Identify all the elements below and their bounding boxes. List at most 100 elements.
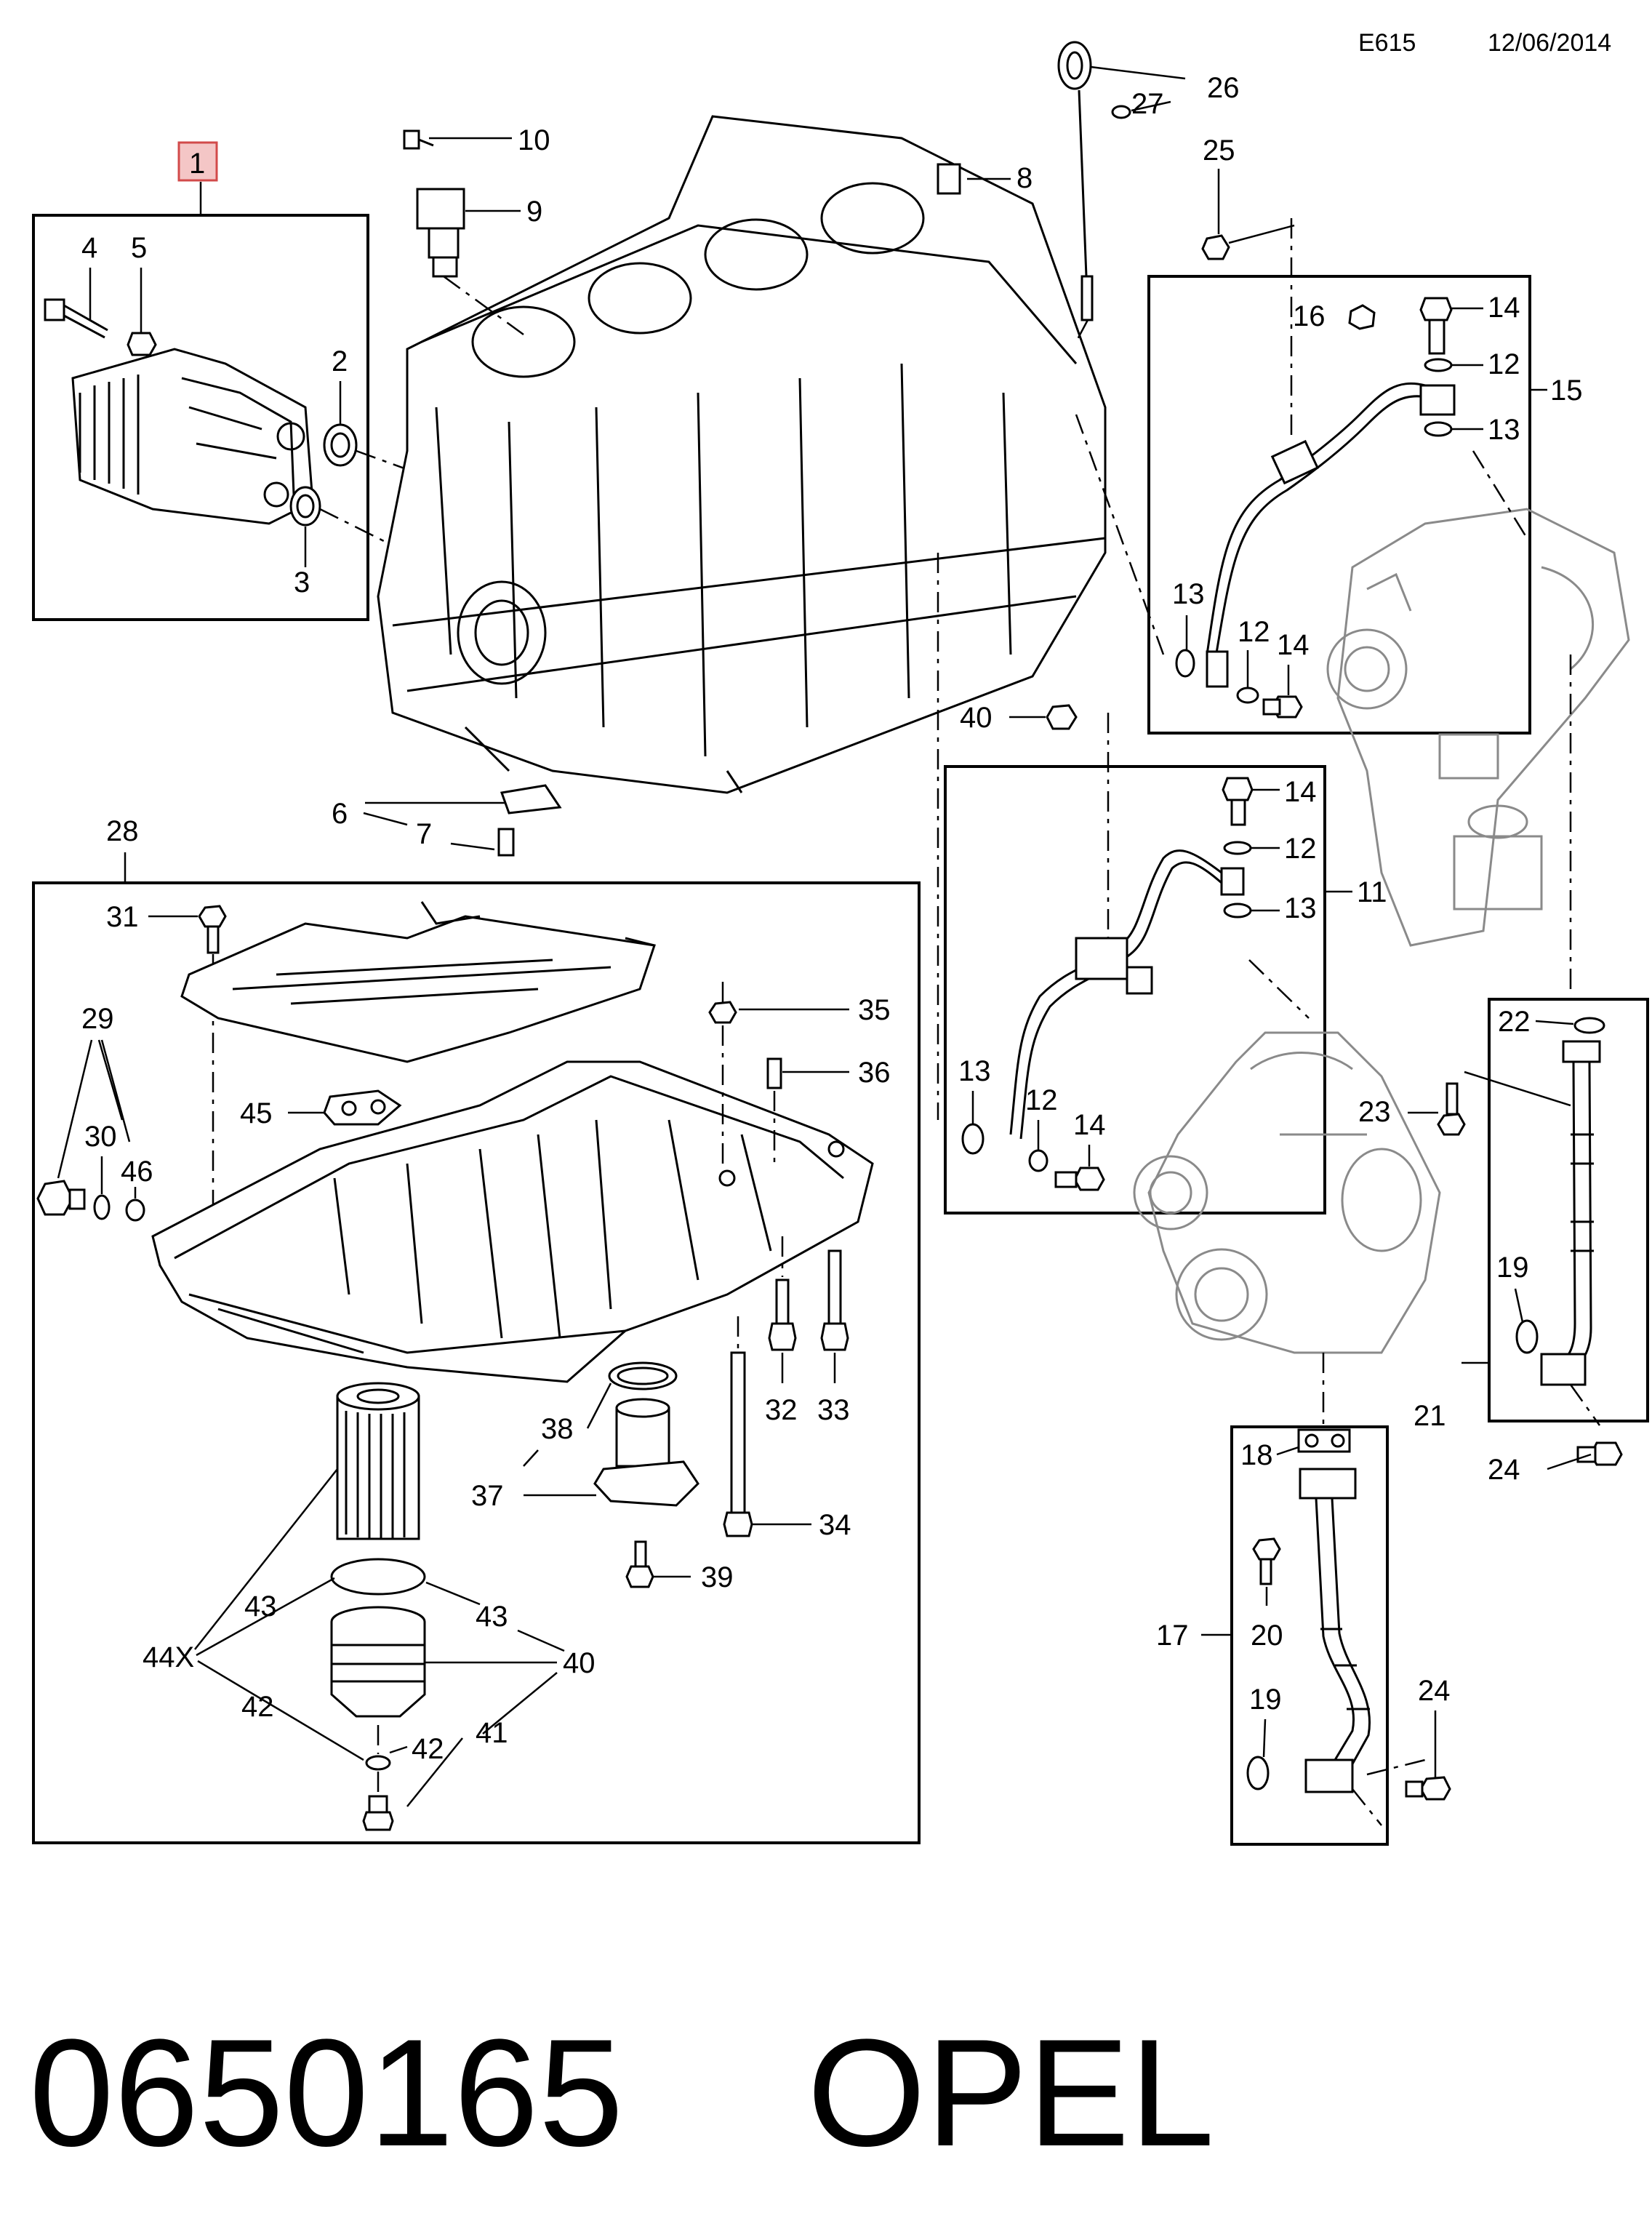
callout-30: 30	[84, 1121, 117, 1153]
callout-14a: 14	[1488, 292, 1520, 324]
bolt-24-upper-drawing	[1547, 1441, 1623, 1470]
callout-18: 18	[1240, 1439, 1273, 1471]
washer-12-lower	[1236, 687, 1259, 704]
callout-29: 29	[81, 1003, 114, 1035]
part-number: 0650165	[29, 2007, 624, 2178]
callout-20: 20	[1251, 1620, 1283, 1652]
bolt-31-drawing	[198, 905, 227, 1207]
callout-19a: 19	[1496, 1252, 1529, 1284]
seal-38-drawing	[608, 1361, 678, 1390]
callout-13a: 13	[1488, 414, 1520, 446]
turbocharger-lower-drawing	[1133, 1031, 1441, 1354]
callout-42a: 42	[241, 1691, 274, 1723]
callout-15: 15	[1550, 375, 1583, 407]
callout-39: 39	[701, 1561, 734, 1593]
seal-19-upper	[1515, 1319, 1539, 1354]
plug-8-drawing	[937, 163, 961, 195]
callout-43a: 43	[244, 1590, 277, 1622]
callout-12d: 12	[1025, 1084, 1058, 1116]
washer-12-mid	[1223, 841, 1252, 855]
bolt-4-drawing	[44, 268, 108, 339]
callout-40b: 40	[563, 1647, 596, 1679]
oil-pan-drawing	[151, 1060, 874, 1383]
callout-2: 2	[332, 345, 348, 377]
callout-28: 28	[106, 815, 139, 847]
callout-5: 5	[131, 232, 147, 264]
o-ring-43-drawing	[330, 1558, 426, 1596]
callout-11: 11	[1357, 876, 1387, 908]
callout-23: 23	[1358, 1096, 1391, 1128]
group-box-15	[1147, 275, 1531, 735]
bolt-39-drawing	[625, 1540, 691, 1588]
drain-plug-29-drawing	[36, 1180, 86, 1216]
callout-4: 4	[81, 232, 97, 264]
callout-22: 22	[1498, 1006, 1531, 1038]
solenoid-9-drawing	[416, 188, 465, 278]
callout-14c: 14	[1284, 776, 1317, 808]
callout-9: 9	[526, 196, 542, 228]
washer-13-upper	[1424, 421, 1453, 437]
callout-31: 31	[106, 901, 139, 933]
seal-3-drawing	[289, 486, 321, 567]
bolt-25-drawing	[1201, 169, 1295, 260]
oil-pipe-15-drawing	[1206, 382, 1456, 688]
seal-30-drawing	[93, 1194, 111, 1220]
callout-24a: 24	[1488, 1454, 1520, 1486]
gasket-45-drawing	[323, 1089, 402, 1126]
callout-14b: 14	[1277, 629, 1310, 661]
baffle-plate-drawing	[180, 901, 656, 1063]
callout-13c: 13	[1284, 892, 1317, 924]
highlight-box	[177, 141, 218, 182]
washer-42-drawing	[365, 1755, 391, 1771]
callout-42b: 42	[412, 1733, 444, 1765]
bolt-14-mid-drawing	[1222, 777, 1280, 826]
callout-25: 25	[1203, 135, 1235, 167]
callout-1: 1	[189, 148, 205, 180]
seal-22-drawing	[1573, 1017, 1605, 1034]
diagram-code: E615	[1358, 29, 1416, 57]
callout-40a: 40	[960, 702, 993, 734]
oil-filter-element-drawing	[336, 1382, 420, 1540]
group-box-11	[944, 765, 1326, 1214]
callout-12a: 12	[1488, 348, 1520, 380]
brand-name: OPEL	[807, 2007, 1214, 2178]
callout-43b: 43	[476, 1601, 508, 1633]
bolt-14-upper-drawing	[1419, 297, 1483, 355]
dipstick-26-drawing	[1057, 41, 1094, 343]
callout-7: 7	[416, 818, 432, 850]
callout-27: 27	[1131, 88, 1164, 120]
diagram-date: 12/06/2014	[1488, 29, 1611, 57]
washer-12-upper	[1424, 358, 1453, 372]
engine-block-drawing	[377, 115, 1107, 794]
sensor-37-drawing	[593, 1398, 699, 1507]
bolt-23-drawing	[1408, 1082, 1466, 1136]
callout-13d: 13	[958, 1055, 991, 1087]
bolt-40-drawing	[1046, 704, 1078, 730]
gasket-18-drawing	[1276, 1428, 1351, 1456]
callout-14d: 14	[1073, 1109, 1106, 1141]
callout-13b: 13	[1172, 578, 1205, 610]
bracket-6-drawing	[497, 784, 562, 857]
callout-46: 46	[121, 1156, 153, 1188]
oil-cooler-drawing	[71, 348, 314, 525]
callout-3: 3	[294, 567, 310, 599]
callout-34: 34	[819, 1509, 851, 1541]
group-box-21	[1488, 998, 1649, 1422]
oil-pipe-11-drawing	[1009, 849, 1245, 1140]
callout-26: 26	[1207, 72, 1240, 104]
drain-plug-41-drawing	[362, 1795, 394, 1831]
callout-33: 33	[817, 1394, 850, 1426]
seal-2-drawing	[323, 381, 358, 467]
callout-24b: 24	[1418, 1675, 1451, 1707]
stud-36-drawing	[766, 1057, 782, 1164]
bolt-32-drawing	[768, 1236, 797, 1383]
oil-return-pipe-17-drawing	[1299, 1468, 1371, 1793]
callout-44: 44X	[143, 1641, 194, 1673]
washer-13-lower	[1175, 649, 1195, 678]
callout-19b: 19	[1249, 1684, 1282, 1716]
callout-12c: 12	[1284, 833, 1317, 865]
washer-12-mid-lower	[1028, 1149, 1048, 1172]
callout-6: 6	[332, 798, 348, 830]
bolt-14-lower-drawing	[1262, 665, 1303, 719]
